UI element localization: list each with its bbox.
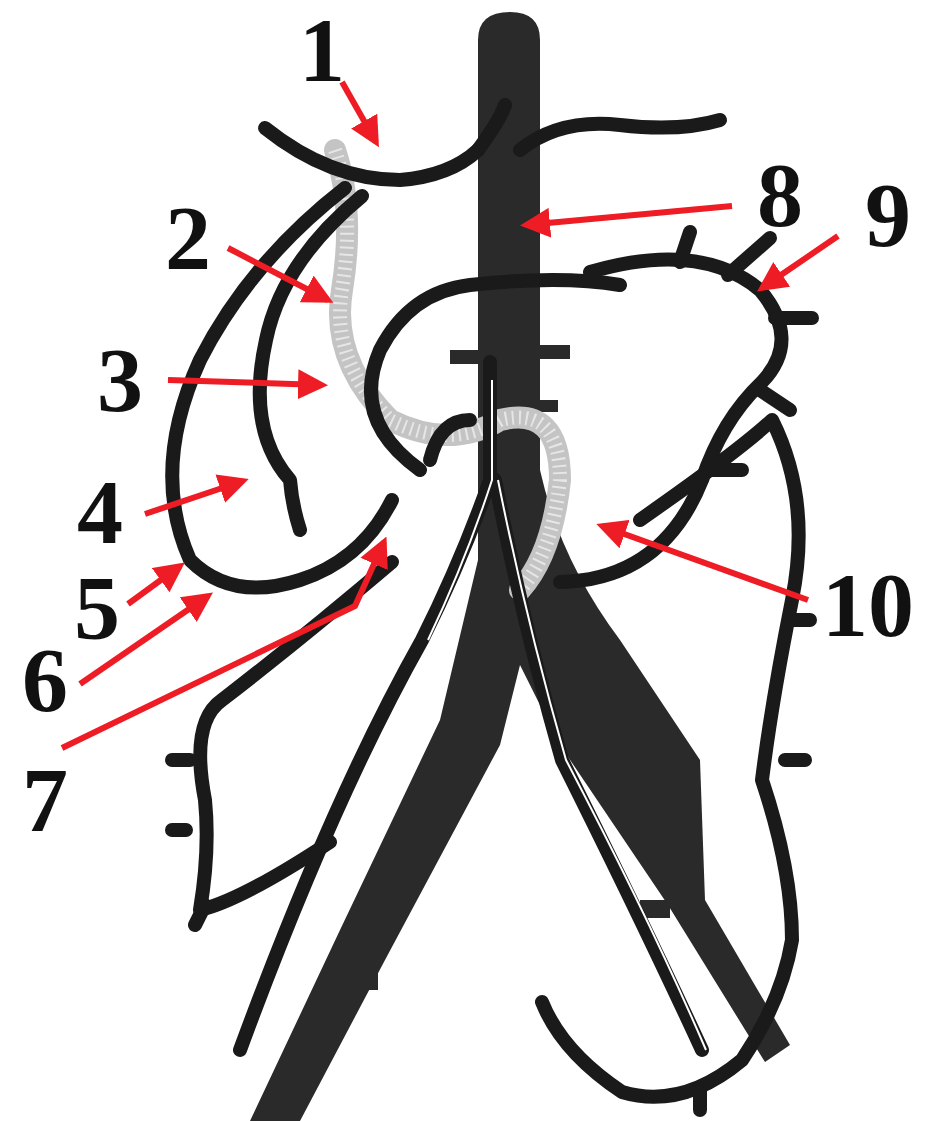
- vessel-stub: [540, 345, 570, 359]
- callout-number: 7: [22, 754, 68, 846]
- callout-number: 10: [822, 559, 914, 651]
- callout-number: 9: [865, 169, 911, 261]
- callout-number: 6: [22, 634, 68, 726]
- callout-number: 8: [757, 149, 803, 241]
- callout-number: 1: [299, 4, 345, 96]
- callout-number: 3: [97, 334, 143, 426]
- callout-number: 4: [77, 466, 123, 558]
- vessel-stub: [360, 960, 378, 990]
- callout-number: 2: [165, 192, 211, 284]
- leader-arrows: [62, 82, 838, 748]
- vessels: [172, 105, 812, 1110]
- vessel-stub: [450, 350, 480, 364]
- vessel-highlight: [498, 480, 706, 1050]
- vessel-stub: [540, 400, 558, 412]
- callout-number: 5: [74, 562, 120, 654]
- vessel-highlight: [428, 380, 492, 640]
